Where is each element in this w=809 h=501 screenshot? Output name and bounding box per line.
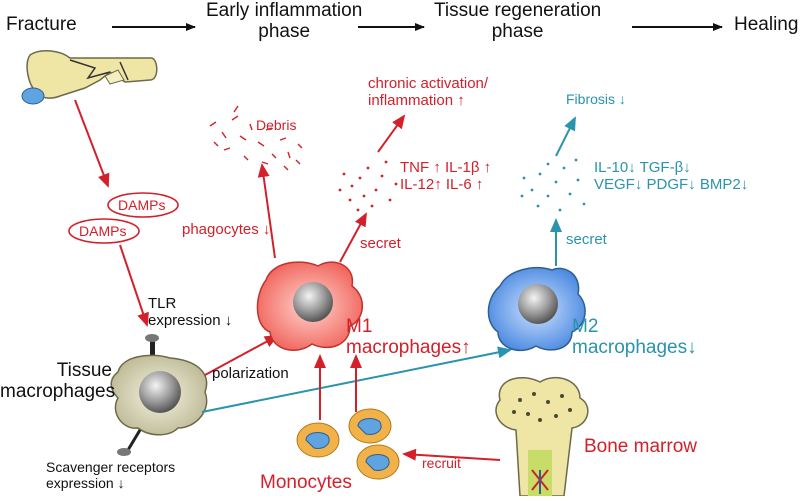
m2-macrophages-label: M2 macrophages↓ <box>572 316 697 359</box>
m2-secret-label: secret <box>566 231 607 248</box>
m2-cytokine-dots <box>520 158 586 212</box>
arrow-recruit <box>402 448 501 461</box>
scavenger-label: Scavenger receptors expression ↓ <box>46 459 176 491</box>
bone-marrow-illustration <box>495 377 589 497</box>
damps-label-1: DAMPs <box>118 197 166 213</box>
recruit-label: recruit <box>422 455 461 471</box>
m1-cytokine-dots <box>338 160 398 212</box>
stage-fracture: Fracture <box>6 14 77 35</box>
stage-tissue-regeneration: Tissue regeneration phase <box>434 0 602 43</box>
debris-particles <box>209 105 303 171</box>
m2-macrophage-cell <box>487 266 586 352</box>
damps-label-2: DAMPs <box>79 223 127 239</box>
damps-ellipse-1 <box>107 192 179 218</box>
polarization-label: polarization <box>212 365 289 382</box>
stage-healing: Healing <box>734 14 799 35</box>
m1-cytokines-label: TNF ↑ IL-1β ↑ IL-12↑ IL-6 ↑ <box>400 159 492 193</box>
damps-ellipse-2 <box>68 218 140 244</box>
fibrosis-label: Fibrosis ↓ <box>566 91 626 107</box>
monocyte-cells <box>296 408 400 480</box>
tissue-macrophage-cell <box>110 334 208 456</box>
debris-label: Debris <box>256 117 297 133</box>
chronic-activation-label: chronic activation/ inflammation ↑ <box>368 75 489 109</box>
tissue-macrophages-label: Tissue macrophages <box>0 360 116 403</box>
stage-early-inflammation: Early inflammation phase <box>206 0 363 43</box>
monocytes-label: Monocytes <box>260 472 352 493</box>
arrow-chronic <box>377 114 406 153</box>
tlr-label: TLR expression ↓ <box>148 295 233 329</box>
bone-marrow-label: Bone marrow <box>584 436 697 457</box>
arrow-secret-m1 <box>339 212 367 263</box>
arrow-damps-to-tissue <box>119 244 149 327</box>
fractured-bone-illustration <box>21 50 158 105</box>
arrow-phagocytes <box>257 163 276 259</box>
arrow-polarization-m1 <box>204 335 279 376</box>
arrow-bone-to-damps <box>74 99 110 188</box>
m1-secret-label: secret <box>360 235 401 252</box>
m2-cytokines-label: IL-10↓ TGF-β↓ VEGF↓ PDGF↓ BMP2↓ <box>594 159 749 193</box>
arrow-fibrosis <box>555 116 576 157</box>
m1-macrophage-cell <box>256 261 363 351</box>
phagocytes-label: phagocytes ↓ <box>182 221 271 238</box>
m1-macrophages-label: M1 macrophages↑ <box>346 316 471 359</box>
